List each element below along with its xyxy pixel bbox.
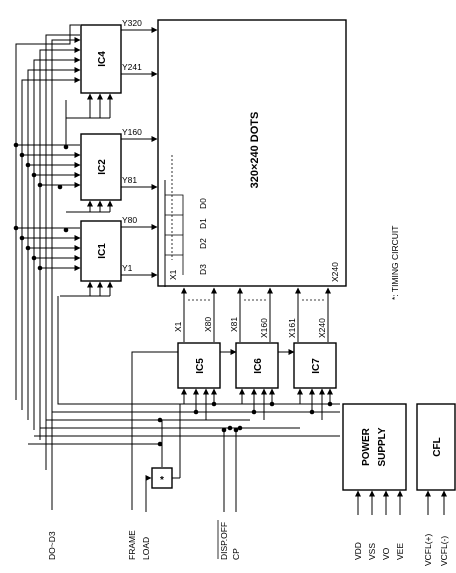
label-vcfl-minus: VCFL(-) [439, 536, 449, 566]
x161-label: X161 [287, 318, 297, 338]
label-vss: VSS [367, 543, 377, 560]
column-outputs: X1 X80 X81 X160 X161 X240 [173, 287, 331, 342]
ic5-block: IC5 [177, 342, 221, 389]
label-vdd: VDD [353, 542, 363, 560]
label-vo: VO [381, 547, 391, 560]
ic4-label: IC4 [97, 51, 108, 67]
cfl-label: CFL [432, 437, 443, 456]
y320-label: Y320 [122, 18, 142, 28]
x240-label: X240 [317, 318, 327, 338]
x160-label: X160 [259, 318, 269, 338]
ic6-label: IC6 [253, 358, 264, 374]
timing-note: *: TIMING CIRCUIT [390, 226, 400, 300]
y160-label: Y160 [122, 127, 142, 137]
label-frame: FRAME [127, 530, 137, 560]
label-disp-off: DISP.OFF [219, 522, 229, 560]
power-supply-line1: POWER [361, 427, 372, 466]
ic7-label: IC7 [311, 358, 322, 374]
ic1-label: IC1 [97, 243, 108, 259]
y241-label: Y241 [122, 62, 142, 72]
x1-label: X1 [173, 321, 183, 332]
ic2-label: IC2 [97, 159, 108, 175]
disp-cp-lines [221, 427, 239, 512]
label-cp: CP [231, 548, 241, 560]
ic2-block: IC2 Y160 Y81 [80, 127, 158, 201]
power-supply-block: POWER SUPPLY [342, 403, 407, 515]
x80-label: X80 [203, 317, 213, 332]
signal-labels: DO~D3 FRAME LOAD DISP.OFF CP VDD VSS VO … [47, 520, 449, 566]
x1-panel-label: X1 [168, 269, 178, 280]
data-bus: D0 D1 D2 D3 X1 X240 [164, 180, 340, 287]
cascade-wiring [131, 349, 295, 510]
label-load: LOAD [141, 537, 151, 560]
lcd-panel: 320×240 DOTS [157, 19, 347, 287]
d2-label: D2 [198, 238, 208, 249]
label-vcfl-plus: VCFL(+) [423, 533, 433, 566]
label-d0-d3: DO~D3 [47, 531, 57, 560]
y1-label: Y1 [122, 263, 133, 273]
lower-bus [28, 296, 340, 447]
x240-panel-label: X240 [330, 262, 340, 282]
y81-label: Y81 [122, 175, 137, 185]
d1-label: D1 [198, 218, 208, 229]
left-signal-bus [13, 24, 113, 510]
y80-label: Y80 [122, 215, 137, 225]
ic6-block: IC6 [235, 342, 279, 389]
d3-label: D3 [198, 264, 208, 275]
label-vee: VEE [395, 543, 405, 560]
ic5-label: IC5 [195, 358, 206, 374]
d0-label: D0 [198, 198, 208, 209]
panel-label: 320×240 DOTS [249, 112, 261, 189]
cfl-block: CFL [416, 403, 456, 515]
ic4-block: IC4 Y320 Y241 [80, 18, 158, 94]
power-supply-line2: SUPPLY [377, 427, 388, 466]
x81-label: X81 [229, 317, 239, 332]
timing-circuit: * [145, 404, 181, 512]
ic1-block: IC1 Y80 Y1 [80, 215, 158, 282]
ic7-block: IC7 [293, 342, 337, 389]
timing-symbol: * [160, 475, 164, 486]
